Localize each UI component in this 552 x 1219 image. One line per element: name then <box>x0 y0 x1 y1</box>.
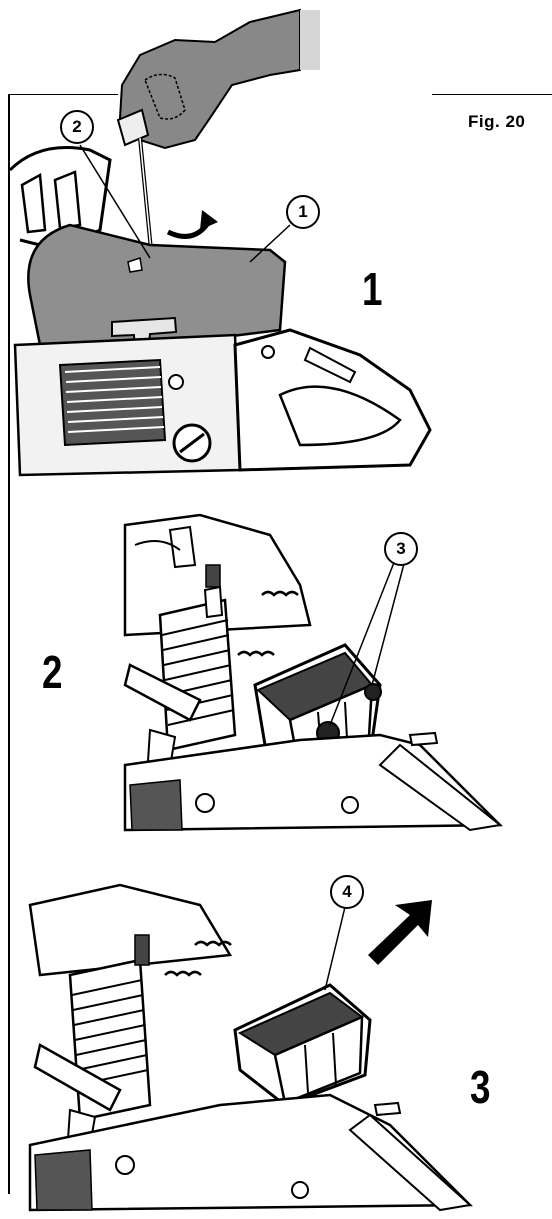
chainsaw-cover-icon <box>27 223 287 353</box>
panel-3-illustration <box>28 883 473 1212</box>
callout-1: 1 <box>286 195 320 229</box>
step-number-1: 1 <box>362 263 383 315</box>
top-right-frame-line <box>432 94 552 95</box>
left-frame-line <box>8 94 10 1194</box>
hand-with-screwdriver-icon <box>116 8 320 261</box>
panel-2-illustration <box>123 513 503 832</box>
removal-arrow-icon <box>368 900 432 965</box>
callout-2: 2 <box>60 110 94 144</box>
step-number-3: 3 <box>470 1061 491 1113</box>
callout-3: 3 <box>384 532 418 566</box>
callout-4: 4 <box>330 875 364 909</box>
step-number-2: 2 <box>42 646 63 698</box>
top-left-frame-line <box>8 94 118 95</box>
figure-label: Fig. 20 <box>468 112 526 131</box>
panel-1-illustration <box>8 8 432 477</box>
